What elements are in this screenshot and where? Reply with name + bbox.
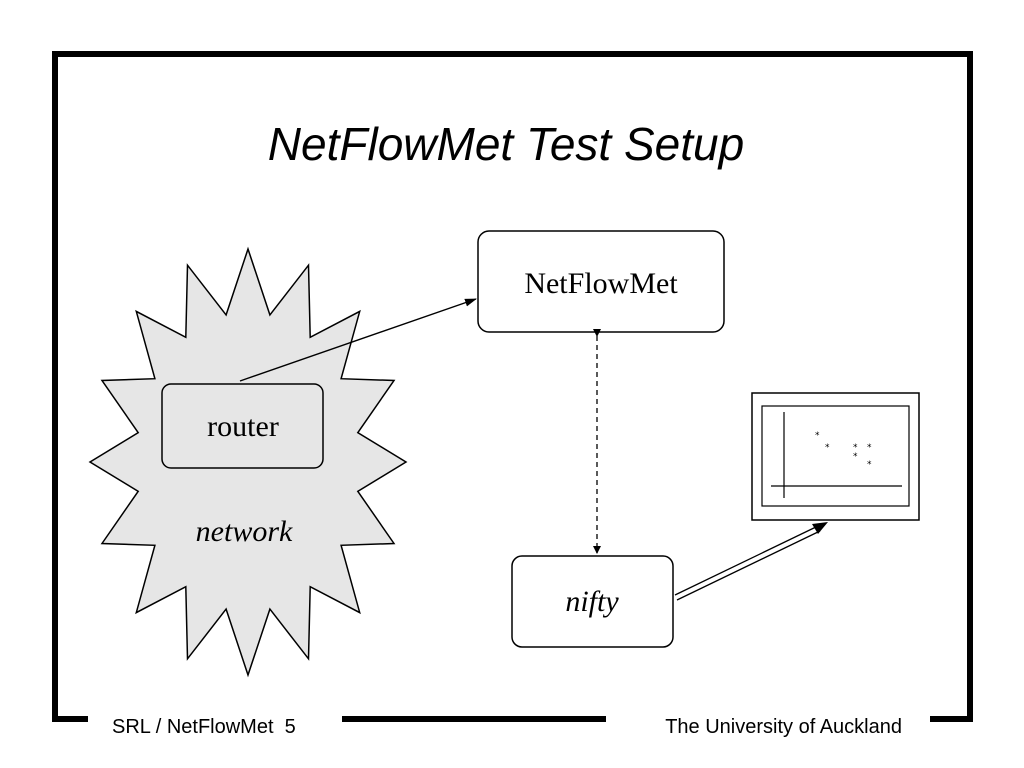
slide-frame — [52, 51, 973, 722]
router-label: router — [207, 410, 279, 443]
network-label: network — [196, 515, 293, 548]
edge-nifty-to-plot — [674, 522, 828, 601]
nifty-label: nifty — [565, 585, 619, 618]
footer-left: SRL / NetFlowMet 5 — [112, 716, 296, 738]
footer-right: The University of Auckland — [665, 716, 902, 738]
scatter-plot-icon: * * * * * * — [751, 392, 920, 521]
netflowmet-label: NetFlowMet — [524, 267, 678, 300]
plot-points: * * * * * * — [815, 431, 872, 470]
svg-text:*: * — [867, 443, 872, 453]
svg-text:*: * — [815, 431, 820, 441]
page-title: NetFlowMet Test Setup — [268, 118, 744, 170]
nifty-node: nifty — [511, 555, 674, 648]
svg-text:*: * — [867, 460, 872, 470]
router-node: router — [161, 383, 324, 469]
netflowmet-node: NetFlowMet — [477, 230, 725, 333]
svg-text:*: * — [853, 443, 858, 453]
svg-text:*: * — [853, 452, 858, 462]
edge-router-to-netflowmet — [239, 298, 477, 382]
svg-text:*: * — [825, 443, 830, 453]
